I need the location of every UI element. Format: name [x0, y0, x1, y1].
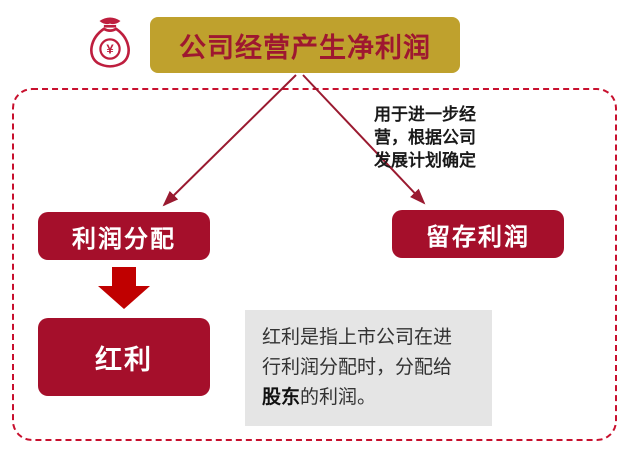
- note-line-2: 行利润分配时，分配给: [262, 357, 453, 378]
- note-line-3-rest: 的利润。: [300, 387, 377, 408]
- money-bag-circle: [99, 38, 121, 60]
- title-box: 公司经营产生净利润: [150, 17, 460, 73]
- title-label: 公司经营产生净利润: [179, 32, 431, 63]
- note-line-1: 红利是指上市公司在进: [262, 327, 453, 348]
- retained-profit-annotation: 用于进一步经 营，根据公司 发展计划确定: [374, 105, 476, 170]
- node-profit-distribution: 利润分配: [38, 212, 210, 260]
- money-bag-knot: [99, 17, 121, 25]
- node-profit-distribution-label: 利润分配: [72, 225, 176, 253]
- node-retained-profit-label: 留存利润: [426, 223, 530, 251]
- node-dividend-label: 红利: [95, 344, 153, 375]
- dividend-definition-box: 红利是指上市公司在进 行利润分配时，分配给 股东的利润。: [245, 310, 492, 426]
- node-dividend: 红利: [38, 318, 210, 396]
- node-retained-profit: 留存利润: [392, 210, 564, 258]
- money-bag-body: [90, 27, 130, 68]
- money-bag-icon: ¥: [90, 17, 130, 68]
- note-bold-term: 股东: [262, 387, 301, 408]
- note-line-3: 股东的利润。: [262, 383, 475, 413]
- yuan-glyph: ¥: [106, 41, 114, 56]
